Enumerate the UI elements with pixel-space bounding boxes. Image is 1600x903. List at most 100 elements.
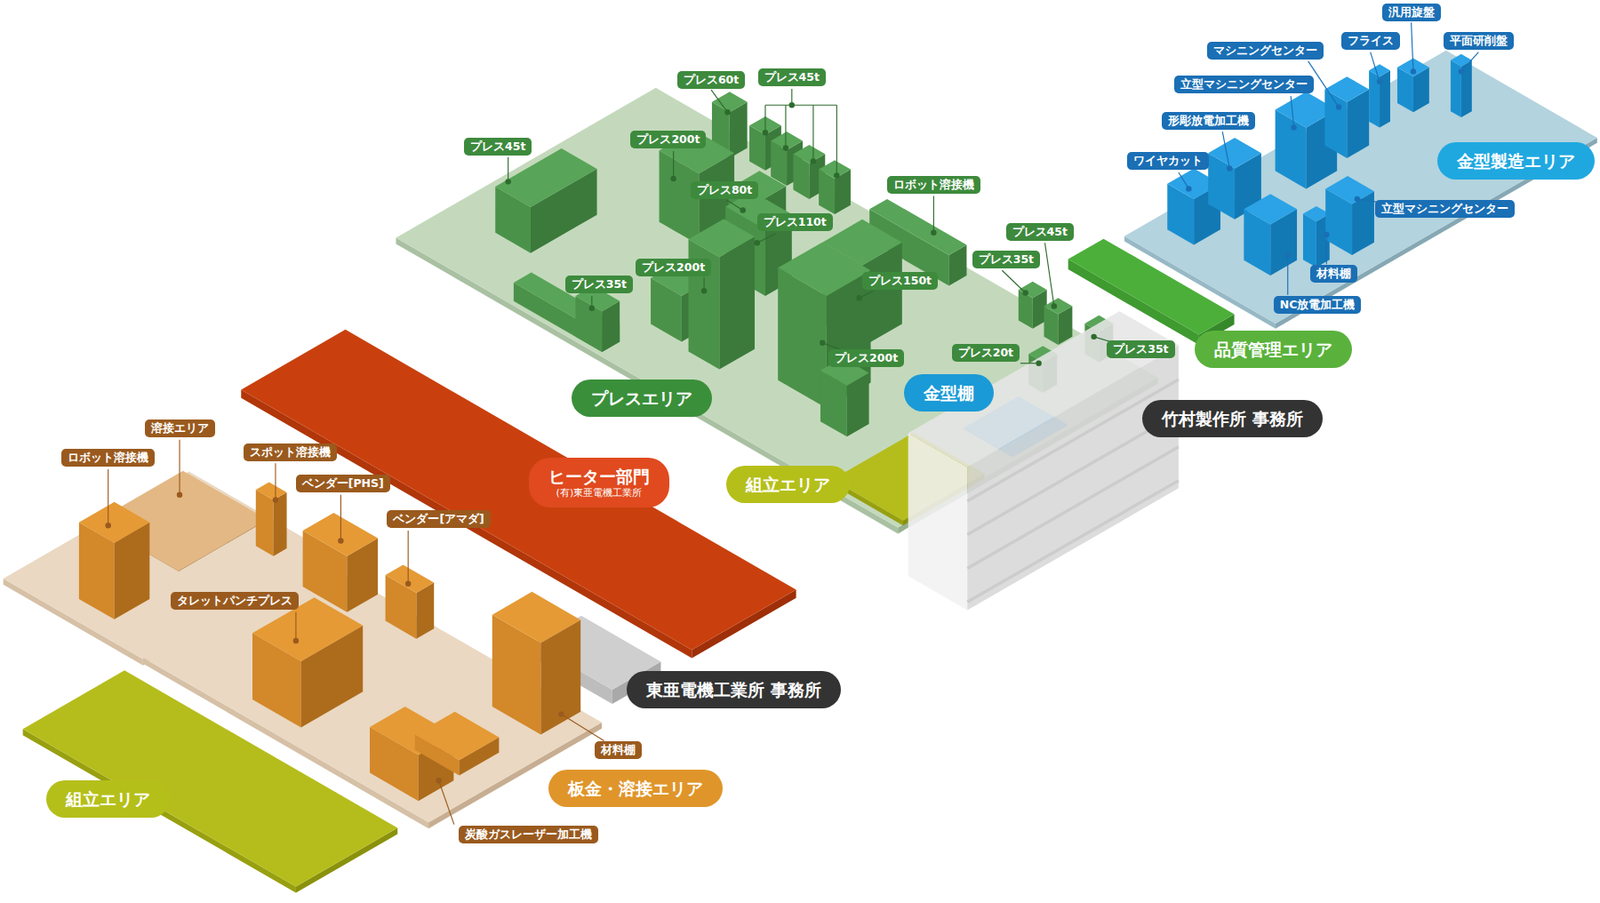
- area-text: 組立エリア: [65, 788, 151, 810]
- leader-line: [1411, 22, 1414, 72]
- sheet-machine: [256, 481, 288, 556]
- box-left-face: [1368, 70, 1380, 128]
- tag-text: プレス45t: [764, 70, 820, 85]
- machine-tag: ロボット溶接機: [887, 176, 981, 194]
- machine-tag: プレス35t: [565, 275, 633, 294]
- leader-line: [295, 612, 296, 641]
- machine-tag: プレス200t: [635, 258, 712, 277]
- box-top-face: [777, 242, 871, 296]
- leader-dot: [1022, 289, 1028, 296]
- leader-line: [560, 714, 604, 742]
- box-top-face: [792, 144, 825, 164]
- tag-text: プレス20t: [958, 345, 1014, 360]
- leader-dot: [1035, 360, 1041, 366]
- machine-tag: 形彫放電加工機: [1161, 112, 1256, 130]
- machine-tag: プレス200t: [630, 130, 706, 149]
- press-machine: [688, 218, 756, 369]
- box-top-face: [492, 592, 581, 643]
- machine-tag: NC放電加工機: [1273, 296, 1362, 314]
- tag-text: プレス45t: [1012, 224, 1068, 240]
- machine-tag: 平面研削盤: [1443, 32, 1514, 50]
- leader-dot: [740, 207, 746, 213]
- machine-tag: プレス45t: [1006, 223, 1074, 241]
- tag-text: NC放電加工機: [1280, 297, 1356, 312]
- sheet-machine: [492, 592, 581, 736]
- area-label: 板金・溶接エリア: [548, 769, 723, 808]
- leader-dot: [1290, 124, 1296, 130]
- mold-machine: [1324, 76, 1369, 159]
- leader-dot: [724, 109, 730, 115]
- leader-dot: [435, 777, 441, 784]
- tag-text: タレットパンチプレス: [176, 593, 293, 608]
- box-top-face: [79, 502, 150, 544]
- leader-line: [439, 780, 455, 824]
- leader-line: [507, 157, 509, 183]
- tag-text: プレス60t: [683, 72, 739, 88]
- area-text: ヒーター部門: [548, 465, 650, 488]
- machine-tag: プレス150t: [862, 272, 938, 290]
- box-right-face: [1379, 70, 1391, 128]
- leader-dot: [504, 178, 511, 184]
- box-top-face: [1243, 193, 1297, 224]
- box-top-face: [385, 564, 435, 593]
- area-label: 組立エリア: [726, 465, 850, 504]
- leader-line: [408, 530, 409, 584]
- leader-line: [757, 233, 776, 243]
- leader-line: [1287, 255, 1288, 296]
- leader-dot: [819, 340, 825, 346]
- leader-line: [711, 89, 728, 112]
- tag-text: フライス: [1347, 33, 1394, 48]
- box-right-face: [719, 236, 755, 369]
- box-top-face: [818, 160, 851, 179]
- floor-group: [3, 50, 1598, 894]
- mold-machine: [1325, 176, 1375, 256]
- leader-line: [1326, 234, 1328, 264]
- leader-bracket: [765, 104, 837, 106]
- machine-tag: ベンダー[PHS]: [296, 474, 391, 493]
- leader-dot: [1185, 185, 1192, 192]
- leader-line: [1001, 270, 1025, 293]
- leader-line: [1045, 242, 1055, 306]
- leader-dot: [558, 711, 564, 717]
- leader-dot: [272, 496, 279, 503]
- box-right-face: [273, 492, 288, 557]
- press-machine: [495, 148, 597, 254]
- building-floor-line: [967, 480, 1179, 603]
- leader-line: [784, 104, 786, 148]
- area-label: 金型製造エリア: [1437, 142, 1595, 180]
- area-text: 金型棚: [923, 382, 975, 404]
- tag-text: プレス200t: [641, 260, 705, 275]
- tag-text: スポット溶接機: [249, 445, 331, 460]
- machine-tag: 材料棚: [594, 741, 642, 760]
- machine-group: [79, 54, 1472, 801]
- leader-dot: [589, 304, 595, 311]
- area-label: 品質管理エリア: [1194, 330, 1352, 368]
- box-top-face: [1324, 76, 1369, 103]
- machine-tag: ロボット溶接機: [61, 448, 155, 467]
- leader-line: [1357, 199, 1378, 202]
- leader-line: [672, 151, 674, 179]
- machine-tag: 溶接エリア: [144, 419, 216, 438]
- tag-text: プレス150t: [868, 273, 932, 288]
- building-floor-line: [967, 379, 1179, 502]
- machine-tag: 立型マシニングセンター: [1375, 200, 1515, 218]
- tag-text: プレス35t: [571, 277, 627, 292]
- machine-tag: プレス45t: [758, 68, 826, 87]
- area-label: 金型棚: [904, 374, 994, 412]
- box-top-face: [240, 329, 796, 650]
- leader-dot: [754, 240, 760, 246]
- leader-dot: [176, 492, 183, 498]
- tag-text: プレス110t: [763, 215, 827, 230]
- box-top-face: [1450, 54, 1472, 67]
- leader-dot: [1336, 104, 1342, 110]
- box-top-face: [1124, 50, 1598, 324]
- area-label: 東亜電機工業所 事務所: [626, 671, 841, 709]
- area-label: 竹村製作所 事務所: [1142, 400, 1323, 438]
- leader-dot: [1458, 68, 1464, 74]
- area-label: プレスエリア: [571, 379, 712, 417]
- tag-text: 立型マシニングセンター: [1381, 201, 1509, 216]
- press-machine: [575, 285, 620, 352]
- leader-line: [933, 195, 935, 232]
- tag-text: 溶接エリア: [151, 421, 209, 436]
- office-building: [908, 311, 1179, 610]
